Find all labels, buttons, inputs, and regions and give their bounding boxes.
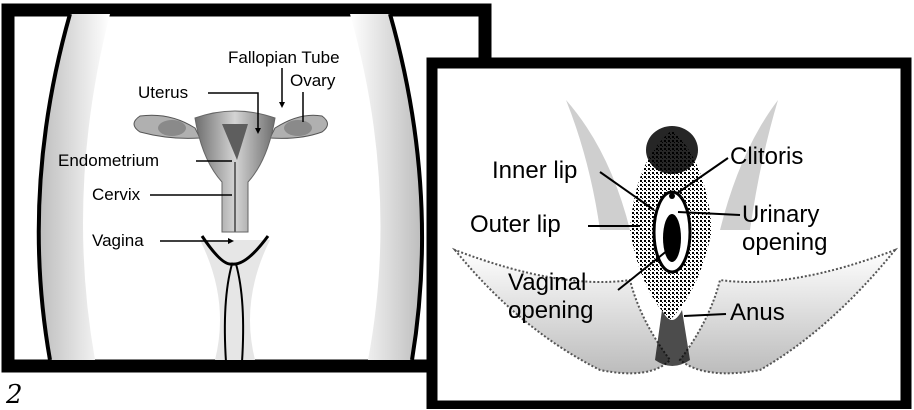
mons-hair bbox=[646, 126, 698, 174]
label-vaginal-line1: Vaginal bbox=[508, 269, 586, 296]
right-ovary bbox=[284, 120, 312, 136]
clitoris-dot bbox=[669, 193, 675, 199]
external-anatomy-panel: Inner lip Clitoris Outer lip Urinary ope… bbox=[432, 63, 906, 406]
label-clitoris: Clitoris bbox=[730, 143, 803, 170]
label-vagina: Vagina bbox=[92, 231, 144, 250]
label-urinary-line2: opening bbox=[742, 229, 827, 256]
label-fallopian-tube: Fallopian Tube bbox=[228, 48, 340, 67]
page-number: 2 bbox=[6, 380, 23, 410]
internal-anatomy-panel: Fallopian Tube Ovary Uterus Endometrium … bbox=[8, 10, 485, 366]
label-endometrium: Endometrium bbox=[58, 151, 159, 170]
label-urinary-line1: Urinary bbox=[742, 201, 819, 228]
label-uterus: Uterus bbox=[138, 83, 188, 102]
label-anus: Anus bbox=[730, 299, 785, 326]
left-ovary bbox=[158, 120, 186, 136]
label-inner-lip: Inner lip bbox=[492, 157, 577, 184]
vaginal-opening-shape bbox=[663, 214, 681, 262]
label-outer-lip: Outer lip bbox=[470, 211, 561, 238]
label-vaginal-line2: opening bbox=[508, 297, 593, 324]
label-cervix: Cervix bbox=[92, 185, 141, 204]
label-ovary: Ovary bbox=[290, 71, 336, 90]
